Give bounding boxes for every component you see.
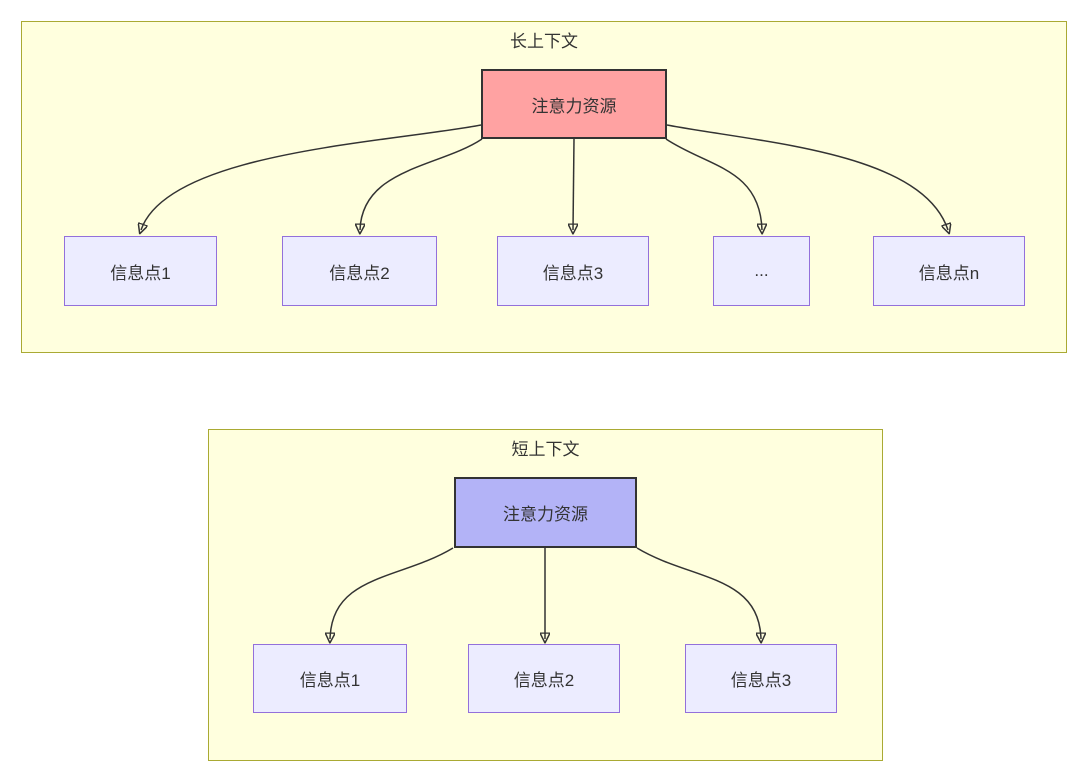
attention-node-short: 注意力资源 [454, 477, 637, 548]
long-context-title: 长上下文 [510, 32, 578, 51]
info-node-short-2: 信息点2 [468, 644, 620, 713]
info-node-long-1: 信息点1 [64, 236, 217, 306]
info-node-long-n: 信息点n [873, 236, 1025, 306]
info-node-short-1: 信息点1 [253, 644, 407, 713]
info-node-long-3: 信息点3 [497, 236, 649, 306]
attention-node-long: 注意力资源 [481, 69, 667, 139]
info-node-long-ellipsis: ... [713, 236, 810, 306]
info-node-long-2: 信息点2 [282, 236, 437, 306]
info-node-short-3: 信息点3 [685, 644, 837, 713]
short-context-title: 短上下文 [511, 440, 580, 459]
